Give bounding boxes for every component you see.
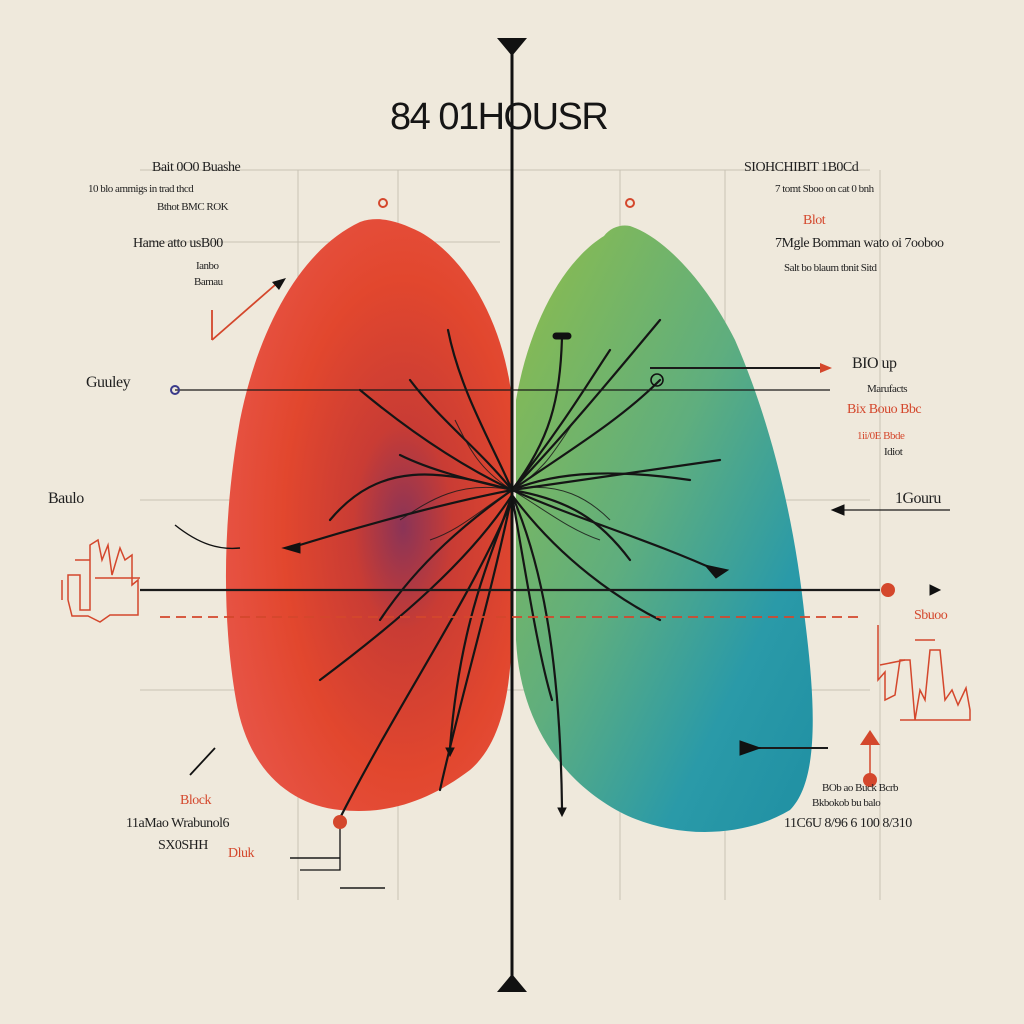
label-right-mid-3: Bix Bouo Bbc [847,402,922,417]
label-left-bottom-1: Block [180,793,211,808]
arrow-markers [174,278,942,871]
diagram-title: 84 01HOUSR [390,96,609,138]
label-right-bottom-1: BOb ao Buck Bcrb [822,782,899,794]
label-left-mid-1: Guuley [86,374,131,391]
label-right-top-2: 7 tomt Sboo on cat 0 bnh [775,183,874,195]
circle-markers [170,198,895,829]
label-right-bottom-2: Bkbokob bu balo [812,797,881,809]
label-right-mid-7: Sbuoo [914,608,948,623]
label-left-bottom-4: Dluk [228,846,255,861]
label-left-bottom-2: 11aMao Wrabunol6 [126,816,230,831]
right-lobe [516,225,813,832]
label-right-top-5: Salt bo blaum tbnit Sitd [784,262,877,274]
label-right-top-3: Blot [803,213,826,228]
label-right-top-4: 7Mgle Bomman wato oi 7ooboo [775,236,944,251]
left-lobe [225,219,512,811]
label-left-top-6: Bamau [194,276,223,288]
right-arrow-head [739,740,762,756]
label-left-top-4: Hame atto usB00 [133,236,223,251]
label-left-mid-2: Baulo [48,490,84,507]
vertical-axis [497,38,527,992]
label-right-bottom-3: 11C6U 8/96 6 100 8/310 [784,816,912,831]
horizontal-lines [140,367,950,889]
label-left-top-1: Bait 0O0 Buashe [152,160,241,175]
label-right-mid-2: Marufacts [867,383,908,395]
label-right-mid-5: Idiot [884,446,903,458]
label-left-bottom-3: SX0SHH [158,838,208,853]
label-right-mid-1: BIO up [852,355,897,372]
vessel-network [288,318,722,820]
label-left-top-2: 10 blo ammigs in trad thcd [88,183,194,195]
vessel-fine-lines [399,419,611,541]
label-right-mid-6: 1Gouru [895,490,941,507]
label-right-mid-4: 1ii/0E Bbde [857,430,905,442]
label-right-top-1: SIOHCHIBIT 1B0Cd [744,160,859,175]
waveform-traces [61,538,971,721]
marker-arrowhead-2 [281,542,301,554]
label-left-top-3: Bthot BMC ROK [157,201,229,213]
label-left-top-5: Ianbo [196,260,219,272]
marker-arrowhead-1 [703,564,730,579]
